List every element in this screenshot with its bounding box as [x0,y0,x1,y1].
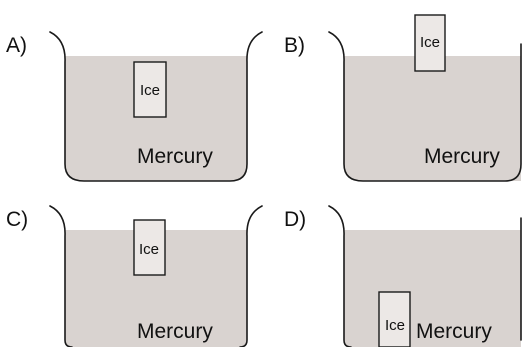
option-label-b: B) [284,34,305,57]
panel-b: B) Ice Mercury [284,14,522,182]
option-label-c: C) [6,208,28,231]
option-label-a: A) [6,34,27,57]
mercury-label-a: Mercury [137,145,213,168]
mercury-liquid-b [344,56,521,181]
beaker-outline-a [49,31,263,182]
mercury-label-c: Mercury [137,320,213,343]
beaker-outline-b [328,31,522,182]
mercury-label-b: Mercury [424,145,500,168]
beaker-outline-c [49,205,263,347]
ice-label-c: Ice [139,241,159,258]
panel-a: A) Ice Mercury [6,31,263,182]
ice-block-d [378,291,411,347]
ice-label-b: Ice [420,34,440,51]
panel-d: D) Ice Mercury [284,205,522,347]
ice-block-a [133,61,167,118]
mercury-liquid-c [65,230,247,347]
beaker-outline-d [328,205,522,347]
option-label-d: D) [284,208,306,231]
panel-c: C) Ice Mercury [6,205,263,347]
ice-block-c [133,219,166,276]
ice-block-b [414,14,446,72]
mercury-label-d: Mercury [416,320,492,343]
ice-label-a: Ice [140,82,160,99]
mercury-liquid-a [65,56,247,181]
ice-label-d: Ice [385,317,405,334]
